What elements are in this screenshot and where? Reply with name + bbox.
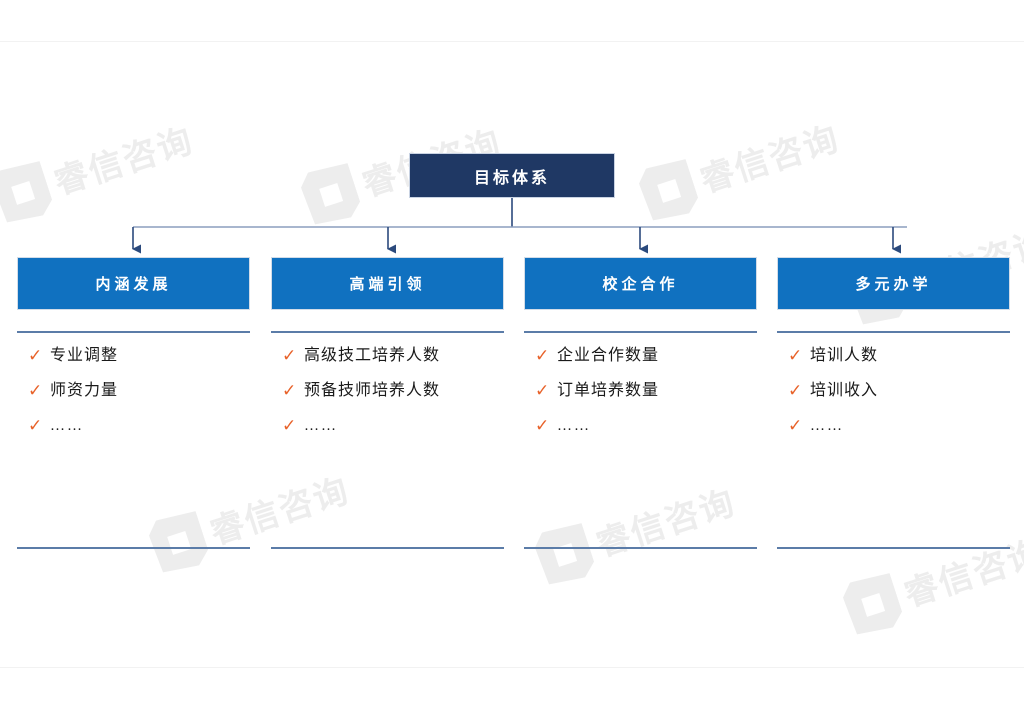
list-item-label: …… bbox=[810, 418, 844, 434]
list-item-label: 培训收入 bbox=[810, 382, 879, 399]
branch-header-1[interactable]: 内涵发展 bbox=[17, 257, 250, 310]
list-item[interactable]: ✓ 专业调整 bbox=[28, 345, 250, 380]
list-item-label: 高级技工培养人数 bbox=[304, 347, 441, 364]
slide-bottom-rule bbox=[0, 667, 1024, 668]
check-icon: ✓ bbox=[28, 416, 43, 436]
branch-header-label: 高端引领 bbox=[349, 277, 426, 293]
check-icon: ✓ bbox=[28, 346, 43, 366]
branch-list-4: ✓ 培训人数 ✓ 培训收入 ✓ …… bbox=[788, 345, 1010, 450]
list-item[interactable]: ✓ 培训人数 bbox=[788, 345, 1010, 380]
list-item[interactable]: ✓ 企业合作数量 bbox=[535, 345, 757, 380]
list-item-label: 专业调整 bbox=[50, 347, 119, 364]
list-item-label: 订单培养数量 bbox=[557, 382, 660, 399]
branch-bottom-rule-3 bbox=[524, 547, 757, 549]
branch-header-3[interactable]: 校企合作 bbox=[524, 257, 757, 310]
check-icon: ✓ bbox=[788, 346, 803, 366]
list-item-label: …… bbox=[557, 418, 591, 434]
list-item[interactable]: ✓ 订单培养数量 bbox=[535, 380, 757, 415]
list-item[interactable]: ✓ 预备技师培养人数 bbox=[282, 380, 504, 415]
branch-bottom-rule-2 bbox=[271, 547, 504, 549]
branch-header-label: 校企合作 bbox=[602, 277, 679, 293]
list-item[interactable]: ✓ …… bbox=[788, 415, 1010, 450]
check-icon: ✓ bbox=[535, 381, 550, 401]
check-icon: ✓ bbox=[788, 416, 803, 436]
branch-top-rule-2 bbox=[271, 331, 504, 333]
list-item[interactable]: ✓ …… bbox=[282, 415, 504, 450]
branch-top-rule-4 bbox=[777, 331, 1010, 333]
branch-bottom-rule-1 bbox=[17, 547, 250, 549]
check-icon: ✓ bbox=[282, 416, 297, 436]
root-node-goal-system[interactable]: 目标体系 bbox=[409, 153, 615, 198]
branch-top-rule-1 bbox=[17, 331, 250, 333]
list-item-label: 培训人数 bbox=[810, 347, 879, 364]
check-icon: ✓ bbox=[282, 381, 297, 401]
list-item-label: …… bbox=[50, 418, 84, 434]
branch-header-2[interactable]: 高端引领 bbox=[271, 257, 504, 310]
branch-header-label: 多元办学 bbox=[855, 277, 932, 293]
branch-list-3: ✓ 企业合作数量 ✓ 订单培养数量 ✓ …… bbox=[535, 345, 757, 450]
list-item-label: 预备技师培养人数 bbox=[304, 382, 441, 399]
check-icon: ✓ bbox=[788, 381, 803, 401]
list-item-label: 师资力量 bbox=[50, 382, 119, 399]
list-item[interactable]: ✓ …… bbox=[535, 415, 757, 450]
list-item-label: 企业合作数量 bbox=[557, 347, 660, 364]
branch-header-label: 内涵发展 bbox=[95, 277, 172, 293]
list-item[interactable]: ✓ 高级技工培养人数 bbox=[282, 345, 504, 380]
list-item[interactable]: ✓ …… bbox=[28, 415, 250, 450]
check-icon: ✓ bbox=[535, 416, 550, 436]
list-item[interactable]: ✓ 培训收入 bbox=[788, 380, 1010, 415]
slide-top-rule bbox=[0, 41, 1024, 42]
branch-bottom-rule-4 bbox=[777, 547, 1010, 549]
branch-list-2: ✓ 高级技工培养人数 ✓ 预备技师培养人数 ✓ …… bbox=[282, 345, 504, 450]
list-item[interactable]: ✓ 师资力量 bbox=[28, 380, 250, 415]
branch-top-rule-3 bbox=[524, 331, 757, 333]
check-icon: ✓ bbox=[282, 346, 297, 366]
branch-header-4[interactable]: 多元办学 bbox=[777, 257, 1010, 310]
check-icon: ✓ bbox=[28, 381, 43, 401]
check-icon: ✓ bbox=[535, 346, 550, 366]
branch-list-1: ✓ 专业调整 ✓ 师资力量 ✓ …… bbox=[28, 345, 250, 450]
list-item-label: …… bbox=[304, 418, 338, 434]
root-node-label: 目标体系 bbox=[473, 169, 550, 187]
